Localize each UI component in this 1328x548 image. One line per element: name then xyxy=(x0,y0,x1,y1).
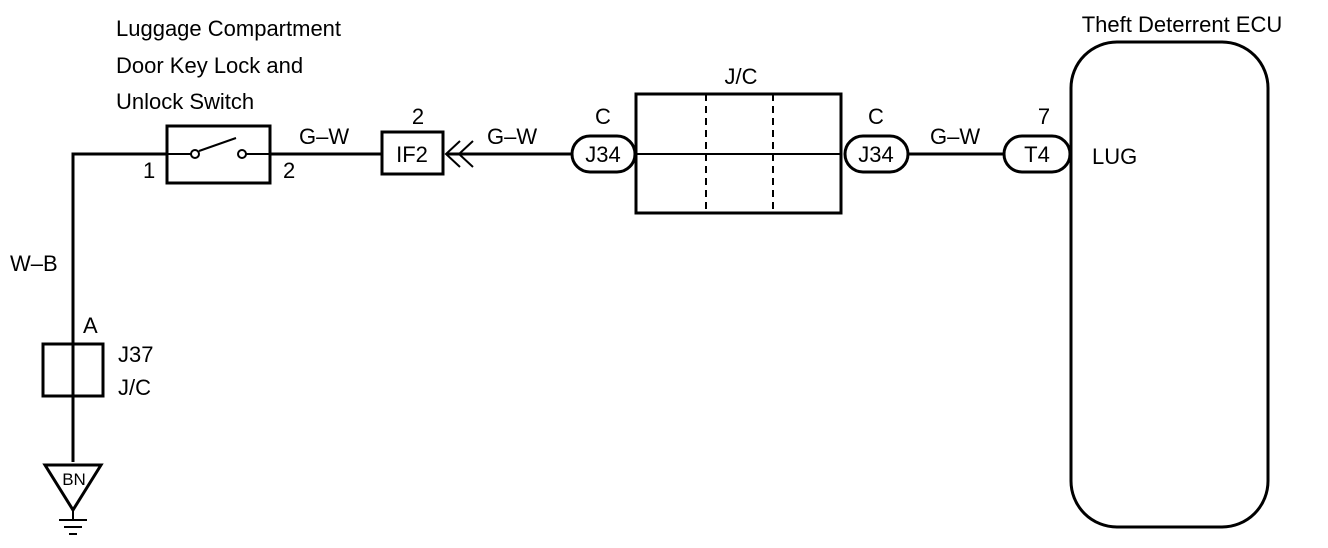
ground-icon xyxy=(42,463,104,535)
ecu-box xyxy=(1069,40,1270,529)
wire-label-w-b: W–B xyxy=(10,251,58,276)
connector-t4-name: T4 xyxy=(1024,142,1050,167)
connector-if2-pin: 2 xyxy=(412,104,424,129)
connector-j37-sub: J/C xyxy=(118,375,151,400)
wire-label-g-w-2: G–W xyxy=(487,124,537,149)
connector-j34-right-name: J34 xyxy=(858,142,893,167)
switch-title-line-2: Door Key Lock and xyxy=(116,53,303,78)
ground-wire xyxy=(71,152,167,462)
connector-if2-box xyxy=(380,130,445,176)
switch-title-line-1: Luggage Compartment xyxy=(116,16,341,41)
connector-if2-name: IF2 xyxy=(396,142,428,167)
wire-label-g-w-3: G–W xyxy=(930,124,980,149)
connector-t4-pin: 7 xyxy=(1038,104,1050,129)
junction-label: J/C xyxy=(725,64,758,89)
connector-j34-left-name: J34 xyxy=(585,142,620,167)
switch-pin-1: 1 xyxy=(143,158,155,183)
connector-j37-name: J37 xyxy=(118,342,153,367)
wire-label-g-w-1: G–W xyxy=(299,124,349,149)
ground-label: BN xyxy=(62,470,86,489)
switch-title-line-3: Unlock Switch xyxy=(116,89,254,114)
connector-j37-pin: A xyxy=(83,313,98,338)
ecu-title: Theft Deterrent ECU xyxy=(1082,12,1283,37)
ecu-terminal-lug: LUG xyxy=(1092,144,1137,169)
switch-pin-2: 2 xyxy=(283,158,295,183)
connector-j34-right-pin: C xyxy=(868,104,884,129)
connector-j34-left-pin: C xyxy=(595,104,611,129)
switch-contact-icon xyxy=(167,137,270,159)
